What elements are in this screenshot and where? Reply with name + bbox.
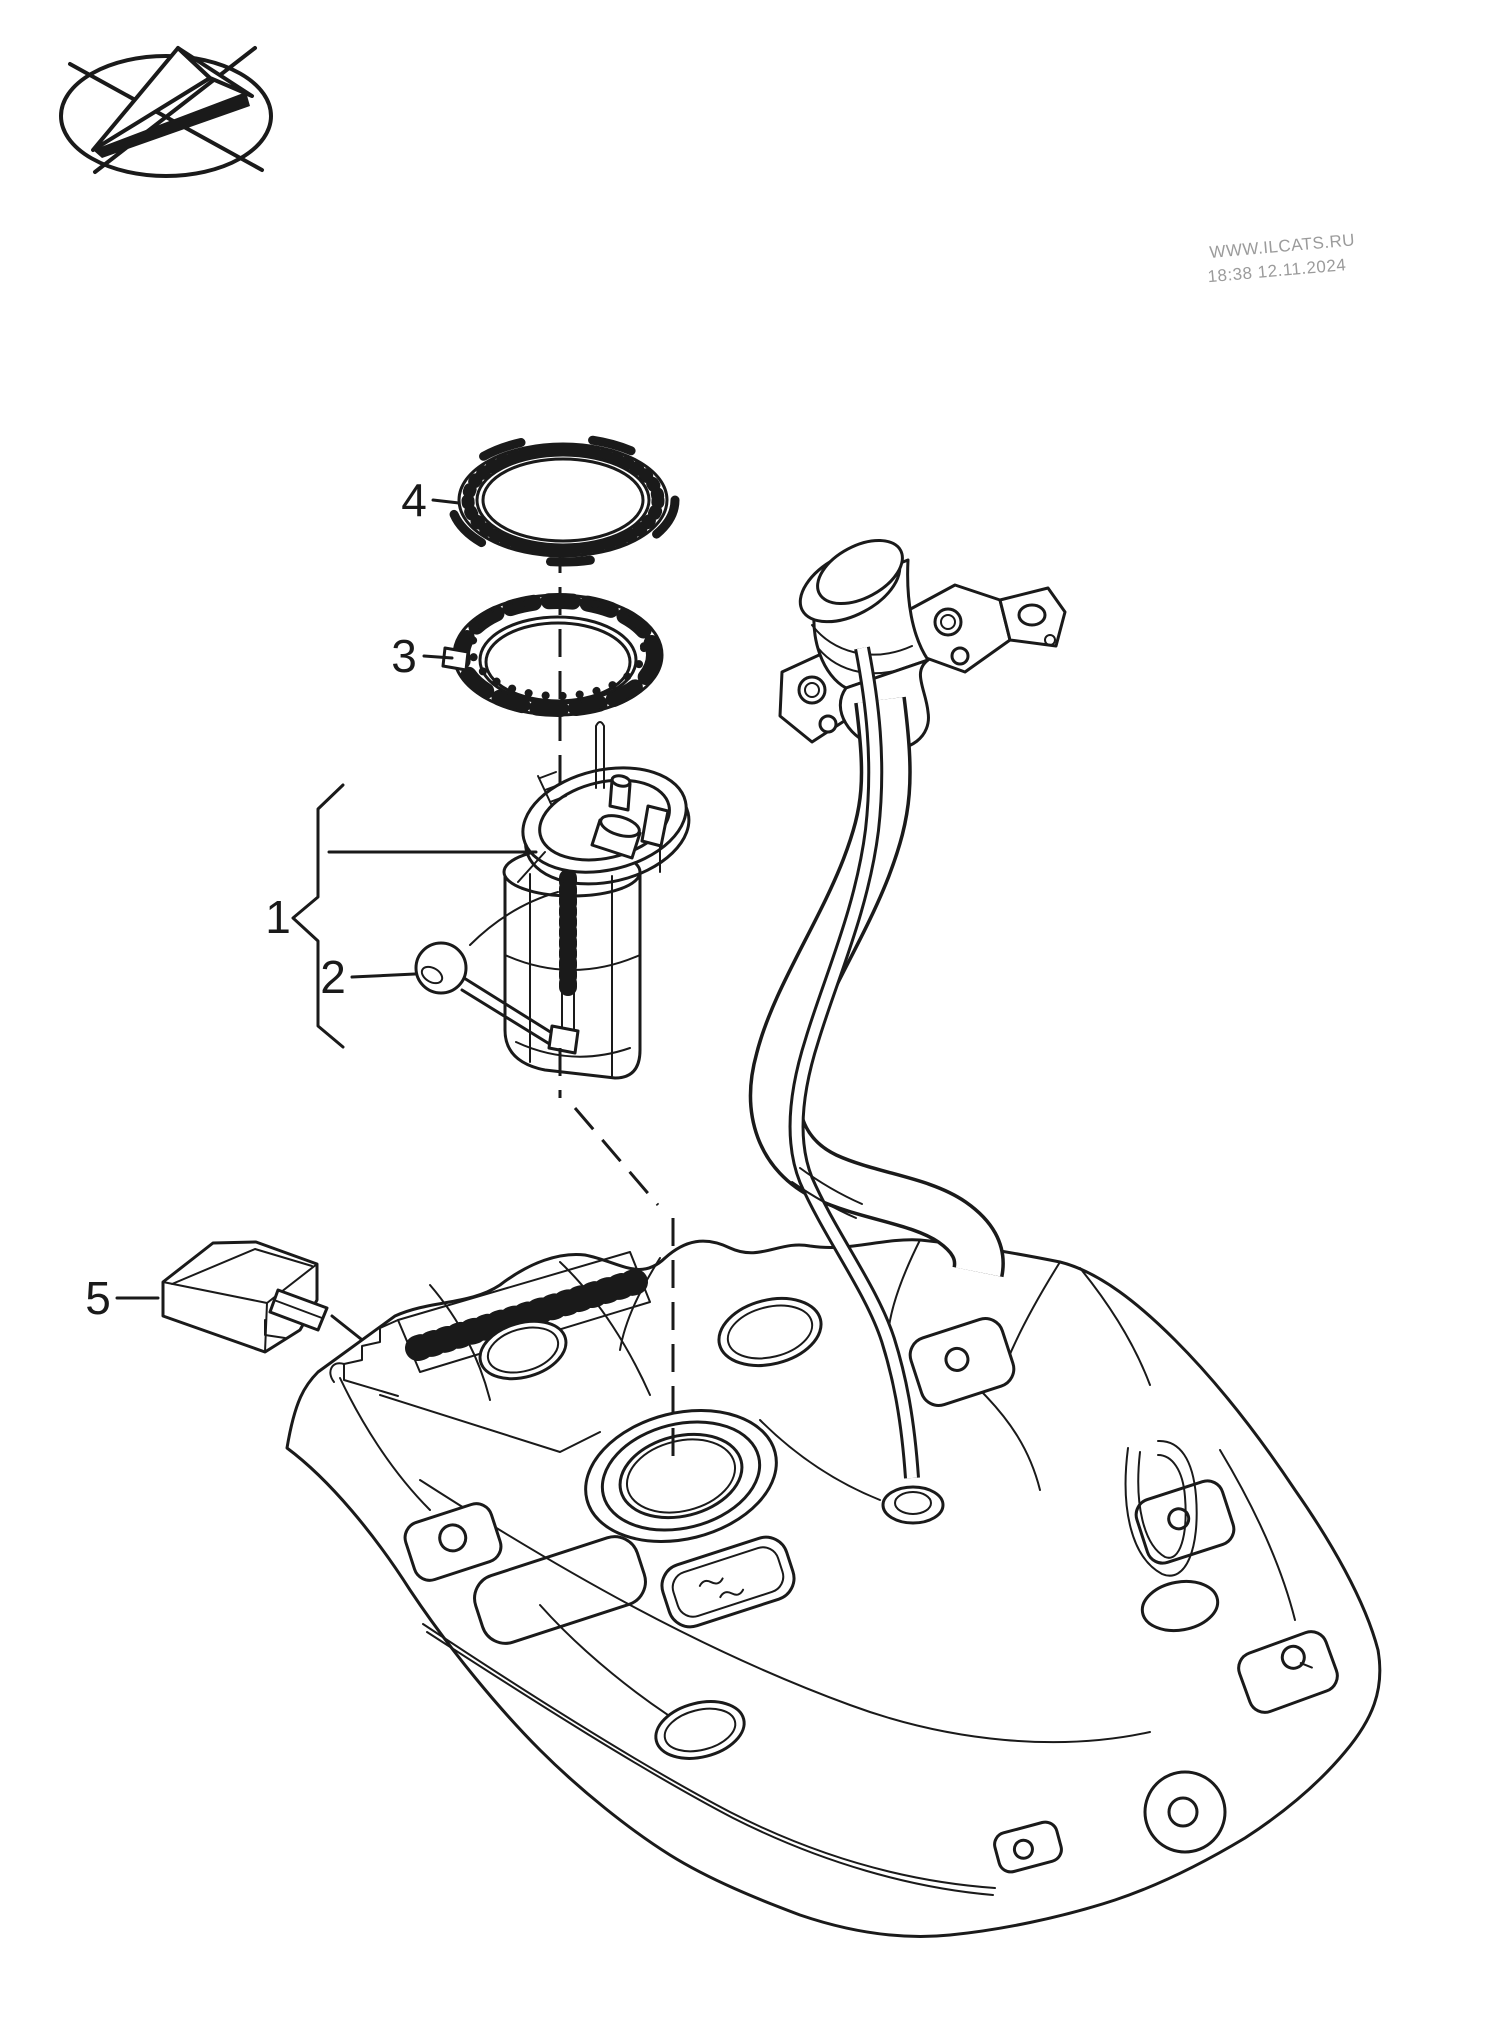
tank-recess-left [473,1535,647,1645]
pad-q-outline [1237,1630,1339,1714]
recess-left-outline [473,1535,647,1645]
ring3-inner2 [484,621,632,703]
callout-3-leader [422,654,454,660]
tank-pump-opening [584,1409,778,1543]
callout-2: 2 [320,951,417,1003]
callout-1-label: 1 [265,891,291,943]
pad-q-hole [1280,1644,1306,1670]
callout-3-label: 3 [391,630,417,682]
recess-sq-inner [671,1546,785,1618]
tank-right-oval [1140,1579,1220,1633]
flange-rod [595,721,605,789]
vent-pipe-core [791,647,917,1479]
flange-port-center-top [599,814,641,838]
ring4-tabs [446,433,680,567]
watermark: WWW.ILCATS.RU 18:38 12.11.2024 [1207,230,1356,286]
tank-rail-bracket [329,1251,651,1453]
tab-bottom-hole [1012,1838,1034,1860]
logo-plane-right-wing [176,46,254,98]
filler-neck-assembly [778,538,1067,751]
fuel-tank [285,1238,1382,1938]
callout-2-label: 2 [320,951,346,1003]
bracket-ear-hole [1017,603,1047,627]
callout-4-leader [431,498,461,505]
tank-bottom-oval-inner [663,1707,737,1753]
tank-pad-left [403,1502,503,1582]
callout-1: 1 [265,783,538,1049]
rail-ribs [405,1269,648,1361]
pad-q-tail [1299,1662,1313,1669]
tank-tab-bottom [993,1820,1063,1874]
paper-plane-logo-icon [59,46,273,178]
tank-seam [422,1623,996,1896]
float-arm [460,976,562,1050]
filler-pipes [748,646,1005,1479]
bracket-ear-dot [1044,634,1056,646]
canister-lines [504,873,641,1077]
pad-mr-hole [1167,1507,1191,1531]
ecu-connector-detail [264,1299,323,1339]
float-pivot [547,1024,580,1055]
tank-port-left-inner [486,1326,560,1374]
flange-bracket-hatch [537,771,567,807]
bracket-left-hole2 [818,714,838,734]
tank-pad-top-right [908,1317,1016,1407]
part-4-sealing-ring [446,433,680,567]
hose-collar-bands [791,1167,863,1219]
tank-boss-hole [1167,1796,1199,1828]
tank-strap-loop [1124,1439,1198,1577]
logo-plane-swoosh [93,92,250,158]
recess-sq-outer [660,1535,796,1629]
rail-hook-bracket [329,1319,601,1453]
bracket-left-hole1-inner [804,682,820,698]
ring4-inner2 [481,457,645,543]
callout-4-label: 4 [401,474,427,526]
ring3-left-tab [441,646,470,672]
tank-bottom-oval-outer [654,1700,746,1760]
callout-5-label: 5 [85,1272,111,1324]
sender-wire [469,891,559,946]
pump-opening-ring3 [618,1432,744,1520]
ring4-inner [475,453,651,547]
centerline-lower [558,1048,675,1466]
inlet-top [816,538,904,606]
ring3-holes [468,596,648,700]
logo-ellipse [59,54,273,178]
bracket-right-hole1 [933,607,963,637]
bracket-left-hole1 [797,675,827,705]
tank-pad-q [1237,1630,1339,1714]
bracket-right-hole2 [950,646,970,666]
logo-cross-lines [68,46,264,174]
ring4-hatch [461,443,665,557]
callout-3: 3 [391,630,454,682]
part-1-fuel-delivery-unit [414,721,691,1080]
part-3-lock-ring [441,593,664,717]
tank-recess-squiggle [660,1535,796,1629]
flange-struts [517,844,661,883]
part-5-control-unit [161,1240,329,1354]
callout-1-bracket [291,783,345,1049]
tank-port-right-inner [726,1304,814,1360]
ring3-inner [478,615,638,705]
pad-left-hole [438,1523,468,1553]
bracket-right-hole1-inner [940,614,956,630]
flange-tube-small-top [610,774,632,788]
tank-body [285,1238,1382,1938]
ring3-outer [452,593,664,717]
callout-4: 4 [401,474,461,526]
vent-boss-inner [894,1491,932,1515]
pad-tr-hole [944,1346,970,1372]
recess-squiggles [698,1577,745,1599]
callout-2-leader [350,972,417,979]
float-ball-detail [420,965,444,985]
